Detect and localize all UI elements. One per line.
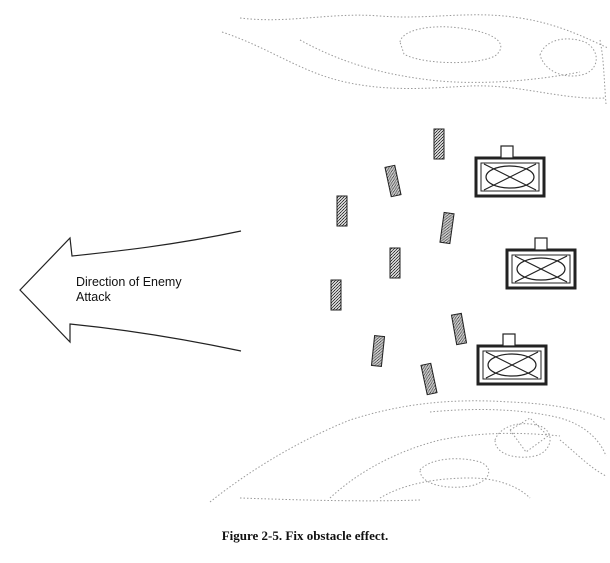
obstacle [384,164,402,198]
obstacle [420,362,438,396]
terrain-contours-top [221,14,609,105]
arrow-label-line2: Attack [76,290,111,304]
obstacle [370,335,386,367]
terrain-contours-bottom [209,400,607,503]
obstacle [330,279,342,311]
figure-caption: Figure 2-5. Fix obstacle effect. [221,528,389,543]
obstacle [389,247,401,279]
obstacle [336,195,348,227]
obstacle [439,211,455,245]
arrow-label: Direction of Enemy Attack [76,275,216,305]
unit-symbol [474,145,546,198]
unit-symbol [476,333,548,386]
obstacles [330,128,468,396]
arrow-label-line1: Direction of Enemy [76,275,182,289]
unit-symbol [505,237,577,290]
obstacle [433,128,445,160]
enemy-attack-arrow [19,230,242,352]
obstacle [450,312,468,346]
